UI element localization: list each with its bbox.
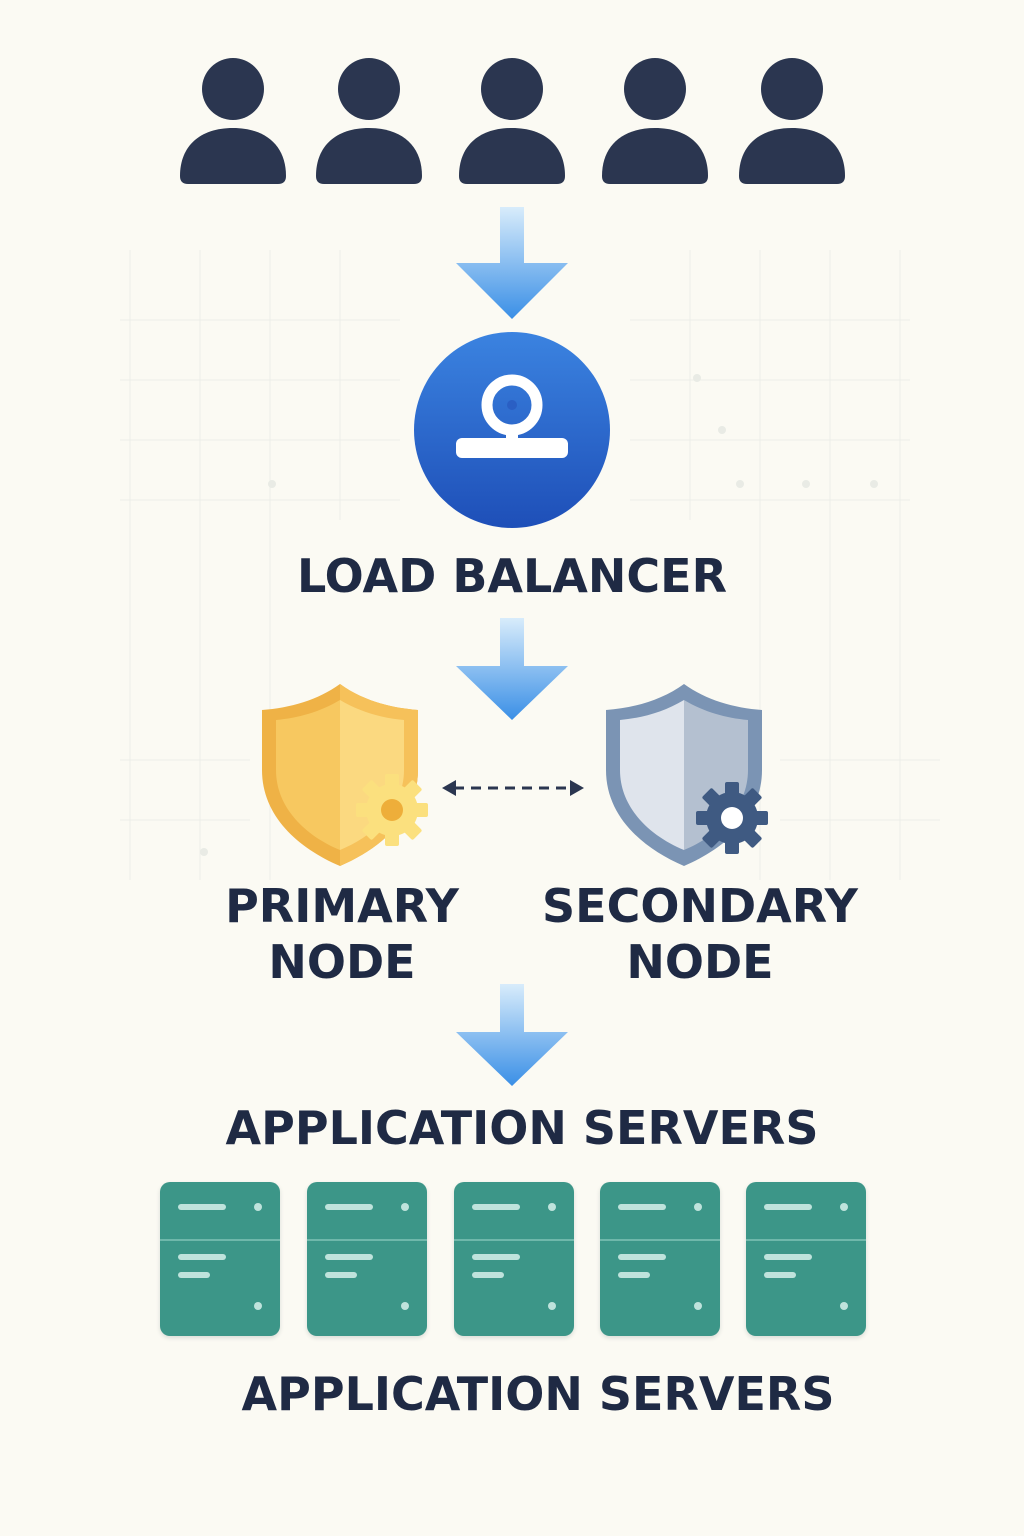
application-servers-label: APPLICATION SERVERS bbox=[225, 1101, 819, 1155]
gear-icon bbox=[696, 782, 768, 854]
gear-icon bbox=[356, 774, 428, 846]
down-arrow-icon bbox=[456, 207, 568, 319]
server-icon bbox=[160, 1182, 280, 1336]
server-icon bbox=[307, 1182, 427, 1336]
server-icon bbox=[600, 1182, 720, 1336]
primary-node-label: PRIMARY NODE bbox=[190, 878, 494, 990]
primary-shield-icon bbox=[262, 684, 428, 866]
secondary-shield-icon bbox=[606, 684, 768, 866]
server-icon bbox=[454, 1182, 574, 1336]
server-icon bbox=[746, 1182, 866, 1336]
secondary-node-label: SECONDARY NODE bbox=[530, 878, 870, 990]
application-servers-caption: APPLICATION SERVERS bbox=[241, 1367, 835, 1421]
user-icon bbox=[739, 58, 845, 184]
user-icon bbox=[602, 58, 708, 184]
primary-node-label-line2: NODE bbox=[268, 935, 416, 989]
user-icon bbox=[316, 58, 422, 184]
user-icon bbox=[180, 58, 286, 184]
primary-node-label-line1: PRIMARY bbox=[225, 879, 459, 933]
load-balancer-label: LOAD BALANCER bbox=[296, 549, 727, 603]
sync-arrow-icon bbox=[442, 780, 584, 796]
down-arrow-icon bbox=[456, 984, 568, 1086]
secondary-node-label-line2: NODE bbox=[626, 935, 774, 989]
secondary-node-label-line1: SECONDARY bbox=[542, 879, 858, 933]
user-icon bbox=[459, 58, 565, 184]
down-arrow-icon bbox=[456, 618, 568, 720]
load-balancer-icon bbox=[414, 332, 610, 528]
